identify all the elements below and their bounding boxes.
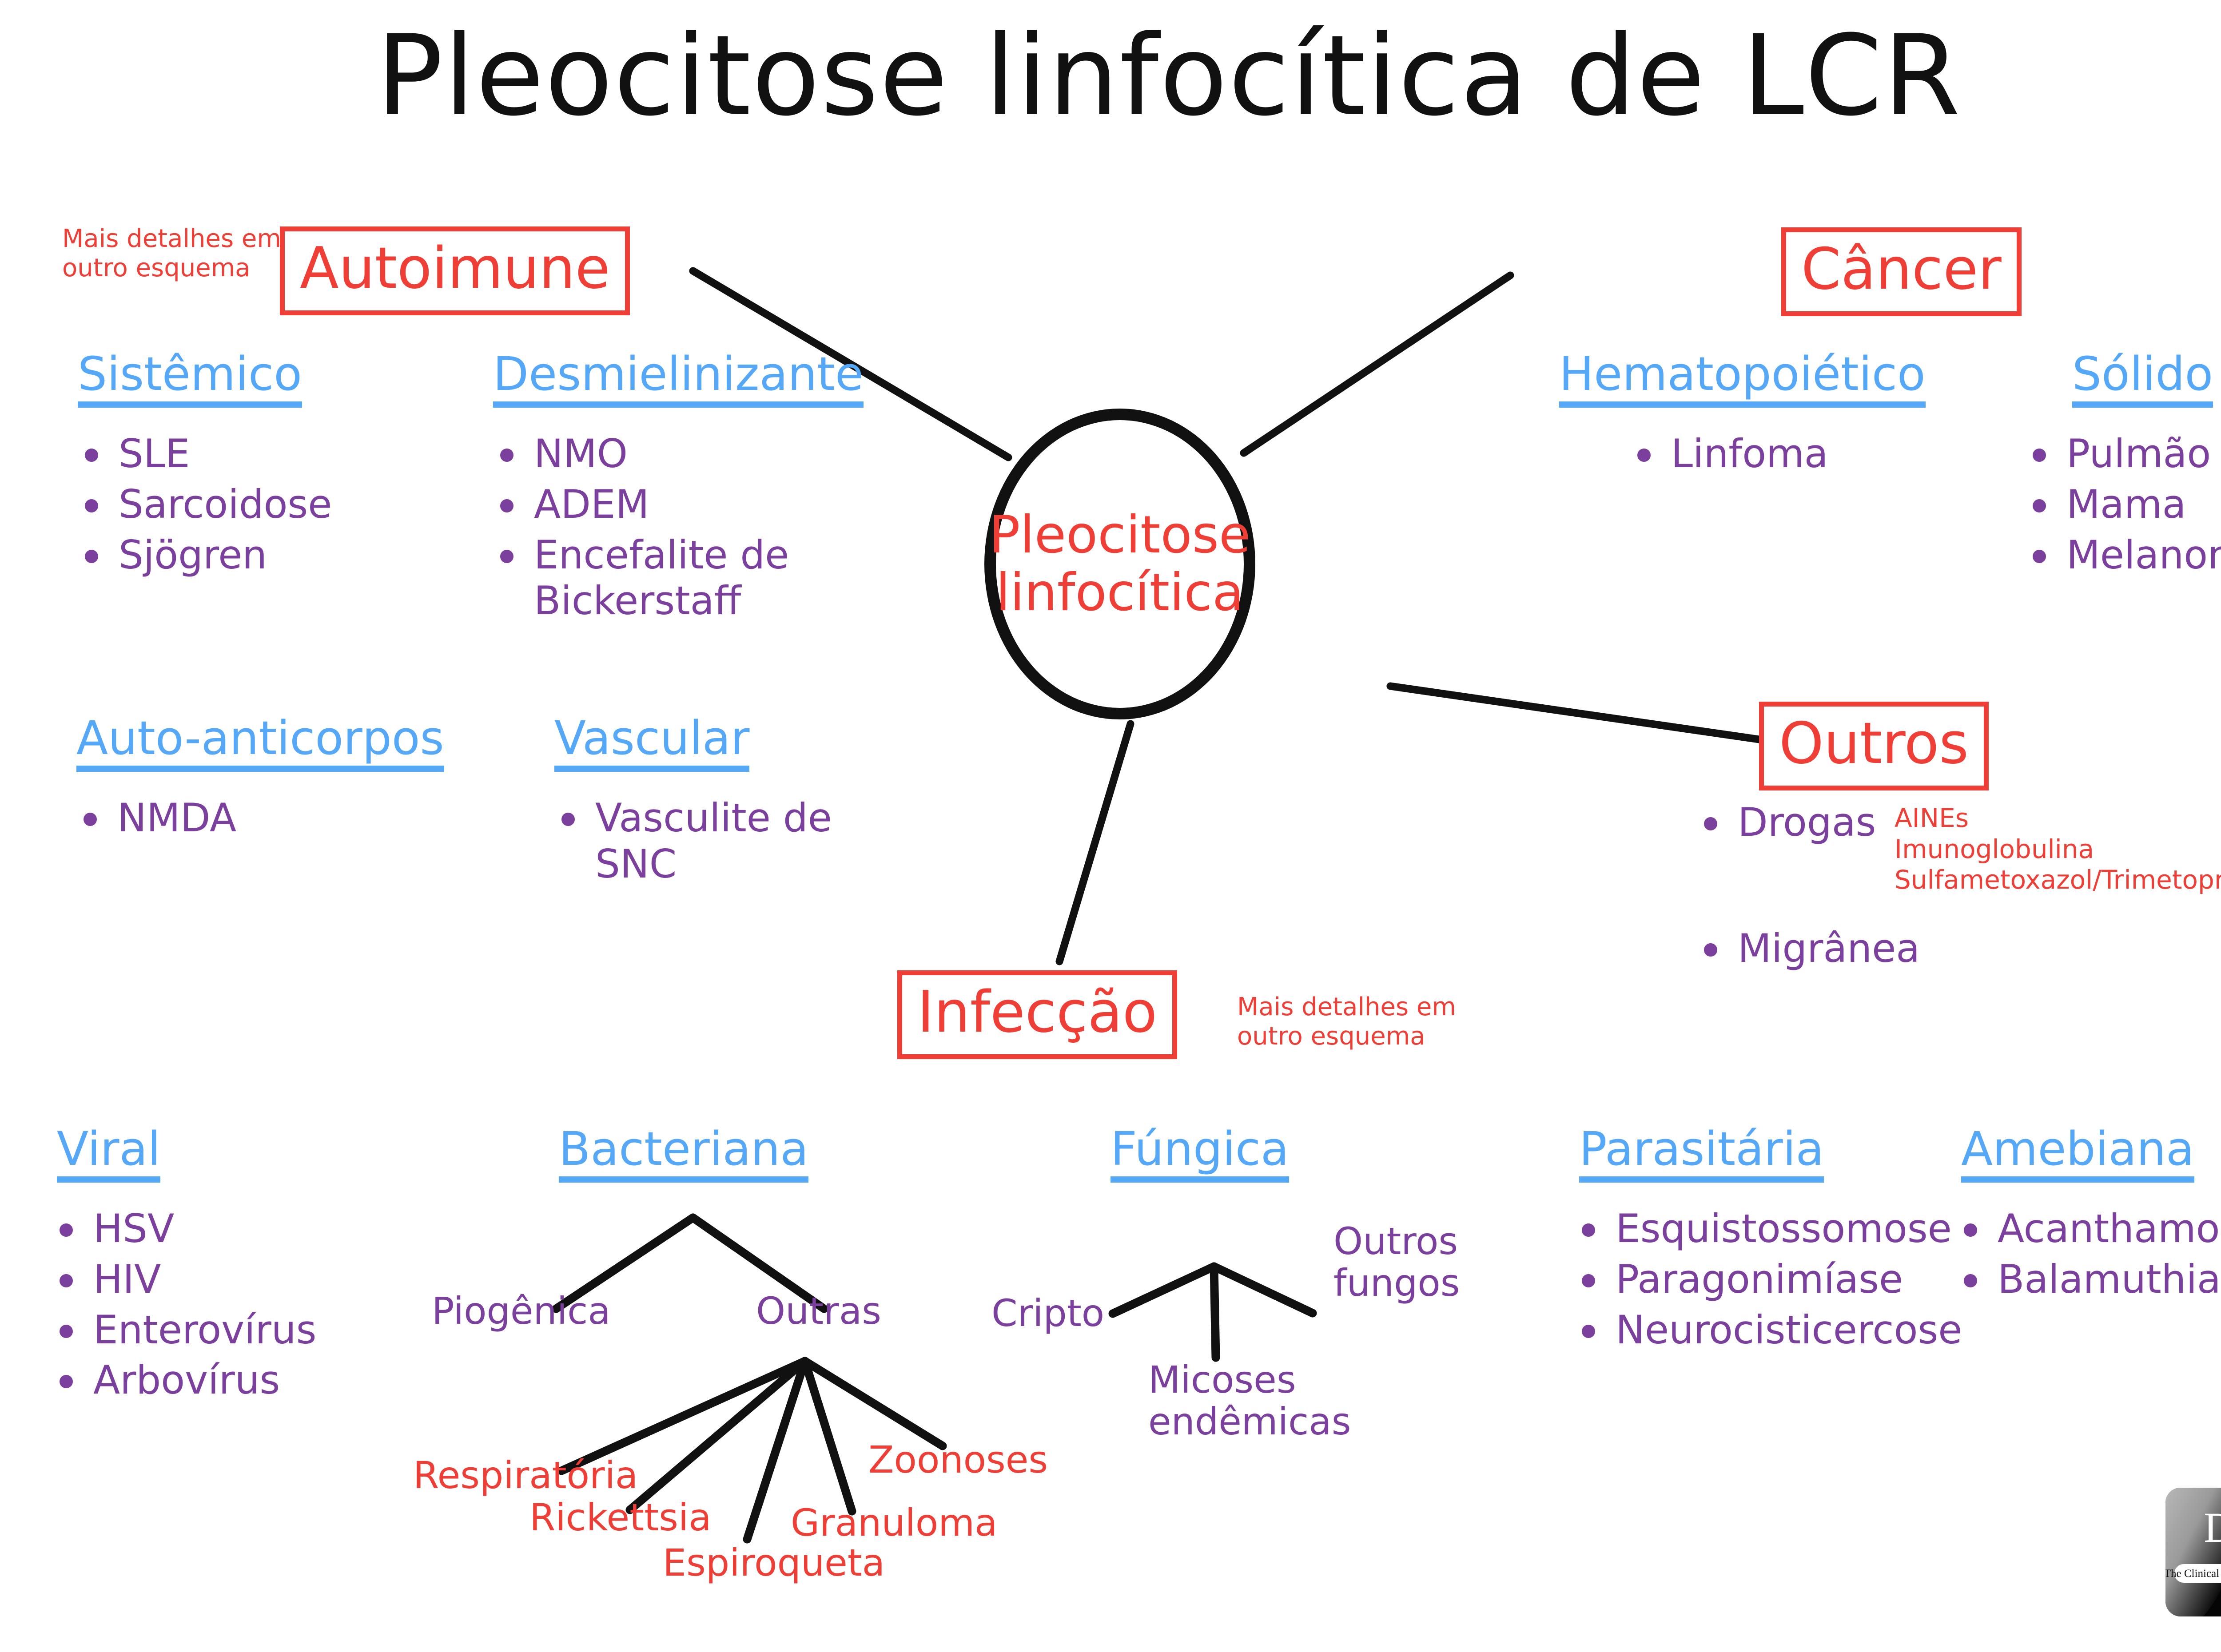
dx-logo[interactable]: Dx The Clinical Problem Solvers	[2165, 1488, 2221, 1616]
group-heading-amebiana: Amebiana	[1961, 1126, 2194, 1183]
list-item: Vasculite de SNC	[554, 795, 832, 887]
tree-leaf-cripto: Cripto	[991, 1291, 1105, 1335]
group-heading-fungica: Fúngica	[1110, 1126, 1289, 1183]
central-node: Pleocitose linfocítica	[984, 409, 1255, 719]
central-node-label: Pleocitose linfocítica	[989, 505, 1251, 623]
tree-node-piogenica: Piogênica	[432, 1289, 611, 1333]
category-infeccao[interactable]: Infecção	[897, 970, 1178, 1059]
tree-leaf-zoonoses: Zoonoses	[868, 1438, 1048, 1481]
list-item: HSV	[52, 1206, 316, 1252]
list-item: Sjögren	[78, 532, 332, 578]
tree-leaf-micoses-endemicas: Micoses endêmicas	[1148, 1358, 1351, 1444]
autoimmune-note: Mais detalhes em outro esquema	[62, 224, 281, 283]
list-hematopoietico: Linfoma	[1630, 431, 1926, 477]
list-item: Esquistossomose	[1575, 1206, 1962, 1252]
group-heading-hematopoietico: Hematopoiético	[1559, 351, 1926, 408]
wire-cancer	[1240, 271, 1514, 457]
group-heading-bacteriana-wrap: Bacteriana	[559, 1126, 809, 1183]
list-amebiana: Acanthamoeba Balamuthia	[1957, 1206, 2221, 1303]
wire-infeccao	[1055, 720, 1134, 965]
group-vascular: Vascular Vasculite de SNC	[554, 715, 832, 892]
group-sistemico: Sistêmico SLE Sarcoidose Sjögren	[78, 351, 332, 582]
list-item: Migrânea	[1697, 925, 1920, 972]
list-item: Enterovírus	[52, 1307, 316, 1353]
category-autoimune[interactable]: Autoimune	[280, 226, 630, 315]
wire-outras-zoonoses	[800, 1357, 947, 1450]
list-item: NMO	[493, 431, 864, 477]
group-viral: Viral HSV HIV Enterovírus Arbovírus	[57, 1126, 316, 1408]
infection-note: Mais detalhes em outro esquema	[1237, 993, 1456, 1051]
tree-leaf-rickettsia: Rickettsia	[529, 1496, 712, 1539]
list-item: HIV	[52, 1256, 316, 1303]
wire-outros	[1386, 682, 1763, 743]
group-heading-vascular: Vascular	[554, 715, 750, 772]
list-item: ADEM	[493, 481, 864, 528]
list-item: Neurocisticercose	[1575, 1307, 1962, 1353]
tree-leaf-granuloma: Granuloma	[791, 1501, 998, 1545]
group-heading-parasitaria: Parasitária	[1579, 1126, 1824, 1183]
list-item: Encefalite de Bickerstaff	[493, 532, 864, 624]
drug-examples-note: AINEs Imunoglobulina Sulfametoxazol/Trim…	[1895, 803, 2221, 895]
wire-outras-rickettsia	[625, 1357, 809, 1514]
group-auto-anticorpos: Auto-anticorpos NMDA	[76, 715, 444, 846]
group-heading-sistemico: Sistêmico	[78, 351, 302, 408]
list-item: SLE	[78, 431, 332, 477]
category-cancer[interactable]: Câncer	[1781, 227, 2022, 316]
logo-tagline: The Clinical Problem Solvers	[2165, 1567, 2221, 1580]
list-outros: Drogas Migrânea	[1697, 799, 1920, 976]
list-item: Sarcoidose	[78, 481, 332, 528]
list-vascular: Vasculite de SNC	[554, 795, 832, 887]
list-item: Arbovírus	[52, 1357, 316, 1403]
page-title: Pleocitose linfocítica de LCR	[376, 11, 1962, 140]
list-item: Mama	[2026, 481, 2221, 528]
group-heading-auto-anticorpos: Auto-anticorpos	[76, 715, 444, 772]
list-solido: Pulmão Mama Melanoma	[2026, 431, 2221, 578]
group-heading-fungica-wrap: Fúngica	[1110, 1126, 1289, 1183]
wire-fungica-cripto	[1108, 1262, 1218, 1318]
list-item: Balamuthia	[1957, 1256, 2221, 1303]
list-auto-anticorpos: NMDA	[76, 795, 444, 841]
list-item: Paragonimíase	[1575, 1256, 1962, 1303]
group-heading-viral: Viral	[57, 1126, 161, 1183]
wire-outras-granuloma	[800, 1357, 856, 1516]
tree-leaf-respiratoria: Respiratória	[413, 1453, 638, 1497]
wire-fungica-micoses	[1210, 1262, 1220, 1362]
group-heading-bacteriana: Bacteriana	[559, 1126, 809, 1183]
list-item: Pulmão	[2026, 431, 2221, 477]
group-amebiana: Amebiana Acanthamoeba Balamuthia	[1961, 1126, 2221, 1307]
list-item: NMDA	[76, 795, 444, 841]
group-solido: Sólido Pulmão Mama Melanoma	[2032, 351, 2221, 582]
list-desmielinizante: NMO ADEM Encefalite de Bickerstaff	[493, 431, 864, 624]
list-sistemico: SLE Sarcoidose Sjögren	[78, 431, 332, 578]
group-parasitaria: Parasitária Esquistossomose Paragonimías…	[1579, 1126, 1962, 1357]
group-desmielinizante: Desmielinizante NMO ADEM Encefalite de B…	[493, 351, 864, 628]
logo-mark: Dx	[2204, 1504, 2221, 1551]
logo-tagline-pill: The Clinical Problem Solvers	[2165, 1564, 2221, 1583]
list-item: Linfoma	[1630, 431, 1926, 477]
group-hematopoietico: Hematopoiético Linfoma	[1559, 351, 1926, 481]
category-outros[interactable]: Outros	[1759, 702, 1989, 790]
list-item: Acanthamoeba	[1957, 1206, 2221, 1252]
tree-node-outras: Outras	[756, 1289, 882, 1333]
tree-leaf-outros-fungos: Outros fungos	[1333, 1219, 1460, 1305]
list-viral: HSV HIV Enterovírus Arbovírus	[52, 1206, 316, 1403]
list-item: Melanoma	[2026, 532, 2221, 578]
tree-leaf-espiroqueta: Espiroqueta	[663, 1541, 885, 1584]
list-item: Drogas	[1697, 799, 1920, 846]
group-heading-solido: Sólido	[2072, 351, 2213, 408]
list-parasitaria: Esquistossomose Paragonimíase Neurocisti…	[1575, 1206, 1962, 1353]
wire-fungica-outros-fungos	[1210, 1262, 1317, 1318]
group-heading-desmielinizante: Desmielinizante	[493, 351, 864, 408]
